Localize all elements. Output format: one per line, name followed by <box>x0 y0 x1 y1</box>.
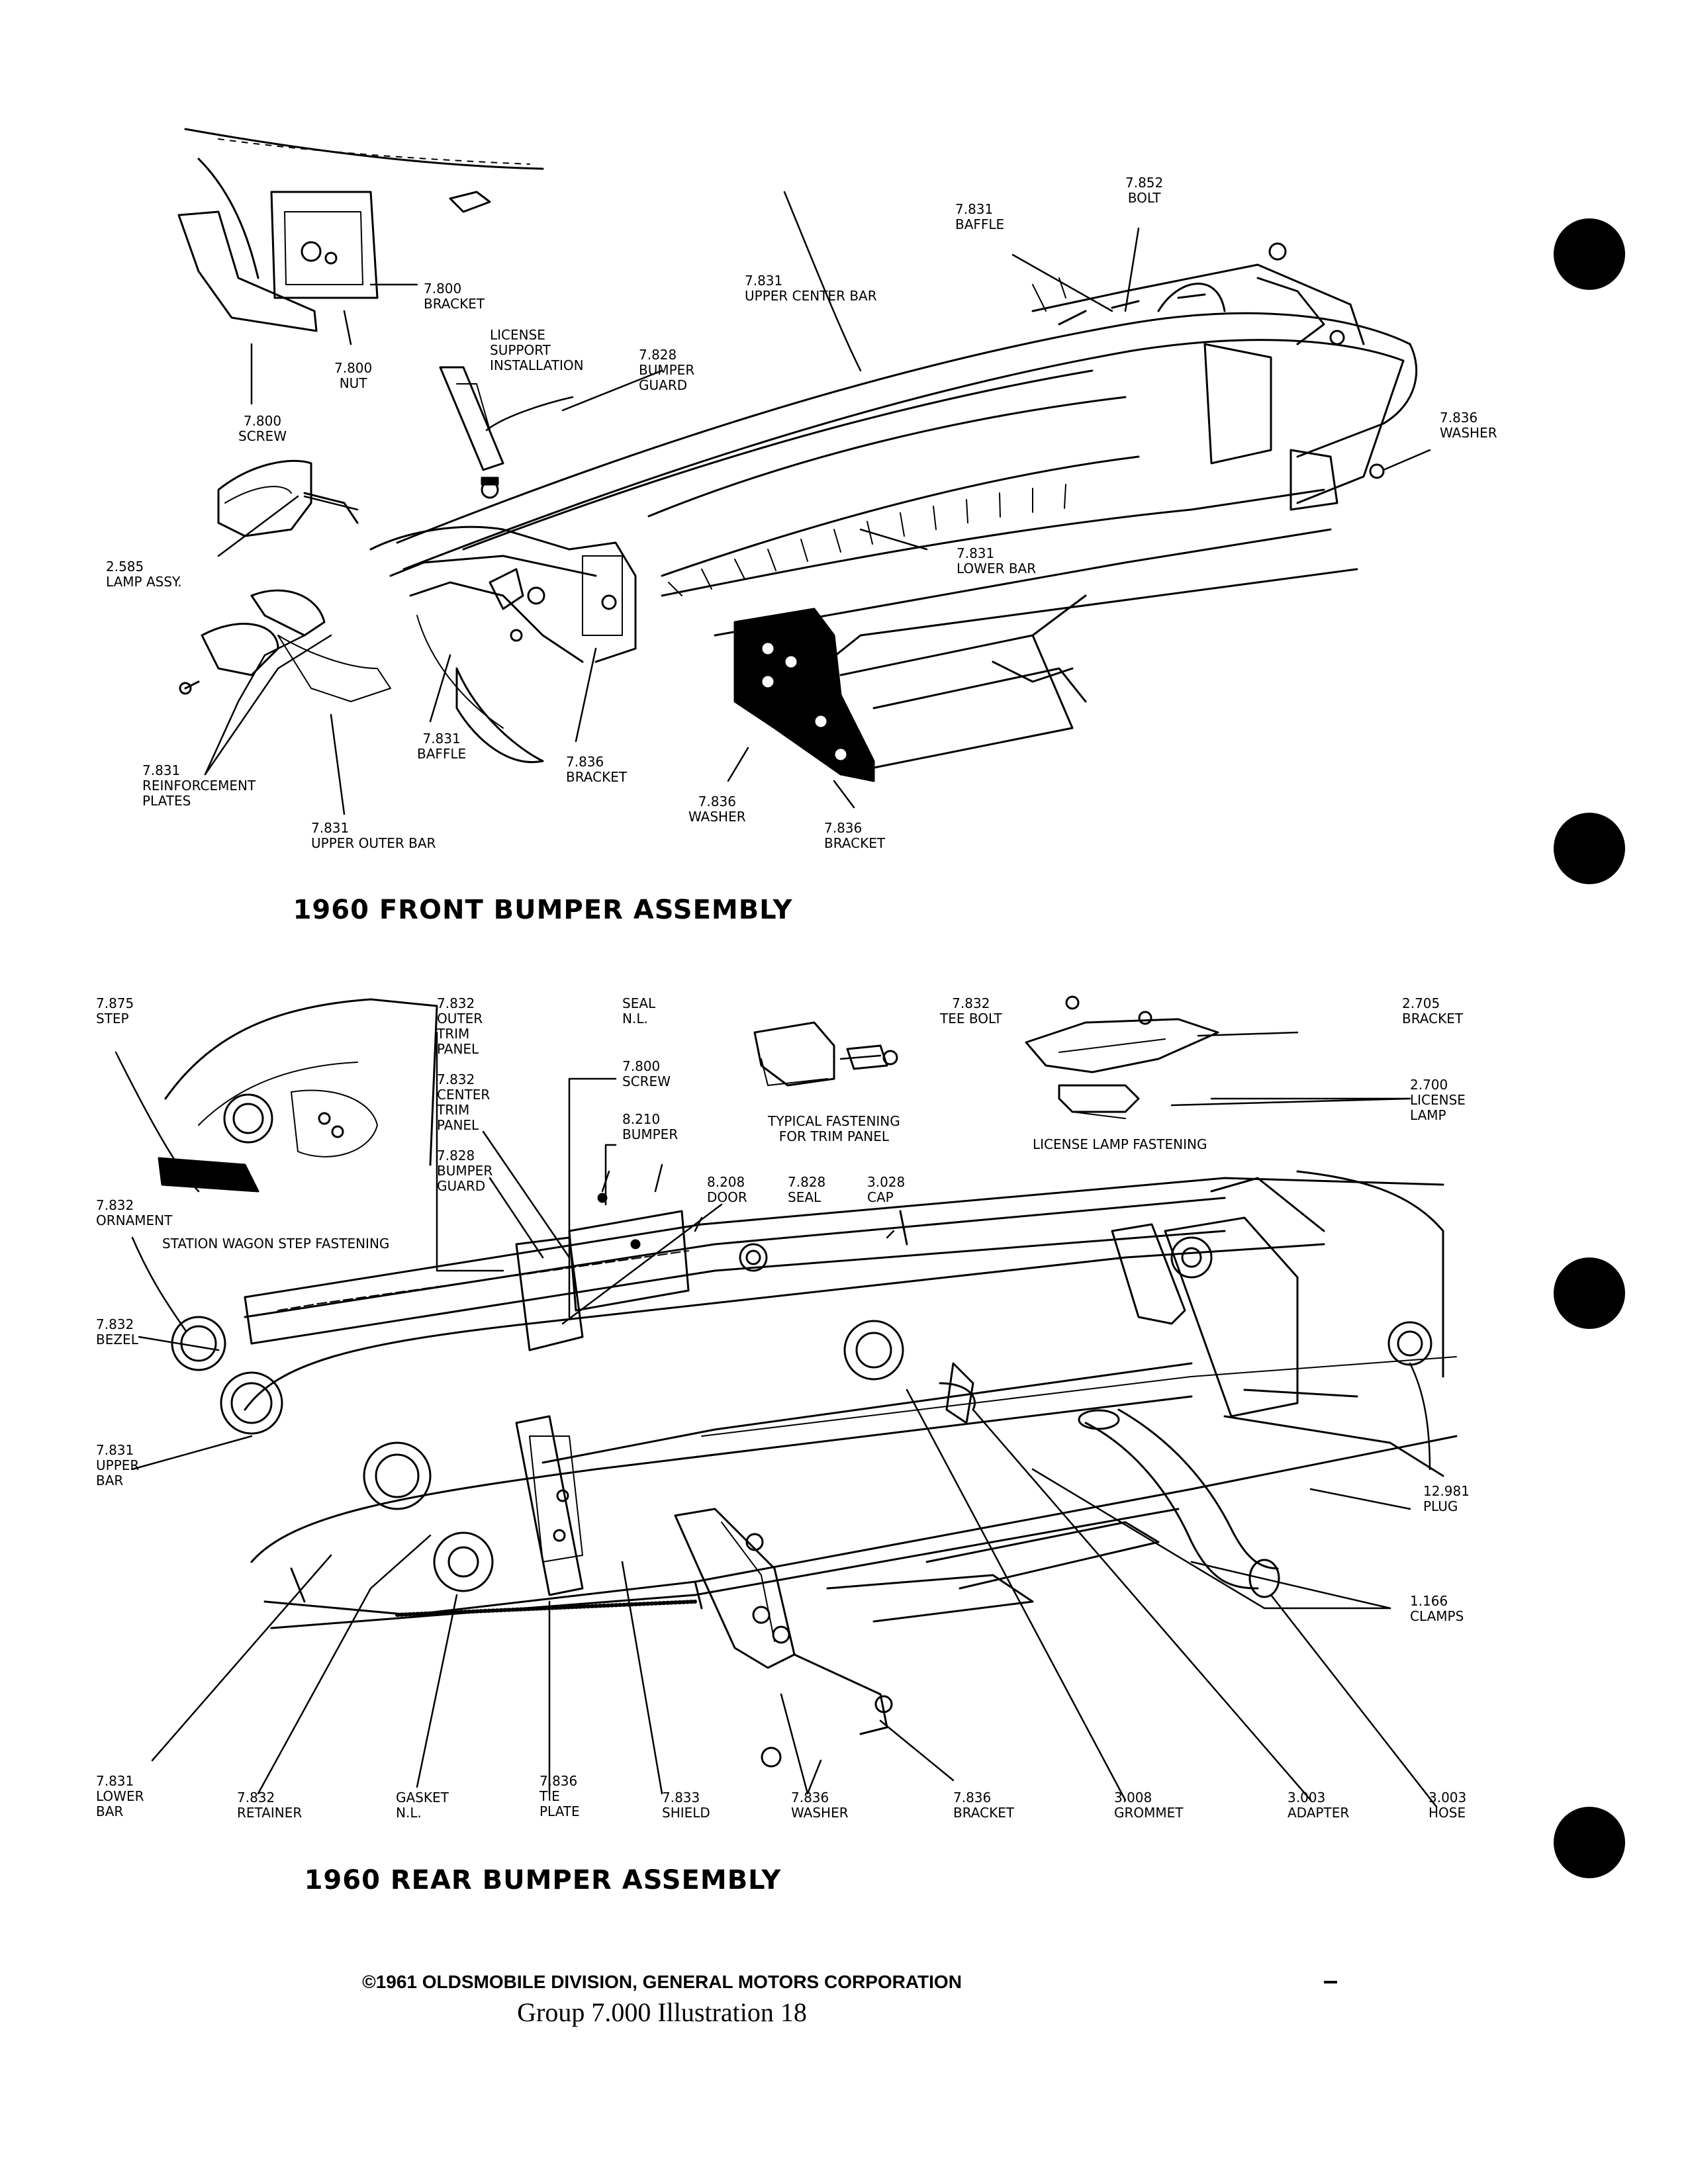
binder-hole-upper-middle <box>1554 813 1625 884</box>
rear-bumper-drawing <box>158 998 1458 1768</box>
leader-lines <box>115 191 1438 1808</box>
label-clamps-1166: 1.166 CLAMPS <box>1410 1593 1464 1624</box>
label-license-lamp-2700: 2.700 LICENSE LAMP <box>1410 1077 1466 1123</box>
label-station-wagon-step-fastening: STATION WAGON STEP FASTENING <box>162 1236 390 1251</box>
label-washer-7836: 7.836 WASHER <box>791 1790 849 1821</box>
label-center-trim-panel-7832: 7.832 CENTER TRIM PANEL <box>437 1071 491 1133</box>
label-upper-center-bar-7831: 7.831 UPPER CENTER BAR <box>745 273 877 304</box>
label-adapter-3003: 3.003 ADAPTER <box>1288 1790 1350 1821</box>
label-shield-7833: 7.833 SHIELD <box>662 1790 710 1821</box>
label-grommet-3008: 3.008 GROMMET <box>1114 1790 1184 1821</box>
front-bumper-drawing <box>177 128 1418 782</box>
label-bumper-8210: 8.210 BUMPER <box>622 1111 679 1142</box>
label-bumper-guard-7828: 7.828 BUMPER GUARD <box>639 347 695 393</box>
label-license-lamp-fastening: LICENSE LAMP FASTENING <box>1033 1136 1207 1152</box>
rear-assembly-title: 1960 REAR BUMPER ASSEMBLY <box>304 1865 782 1895</box>
label-plug-12981: 12.981 PLUG <box>1423 1483 1470 1514</box>
label-baffle-7831-top: 7.831 BAFFLE <box>955 201 1005 232</box>
label-lower-bar-7831: 7.831 LOWER BAR <box>96 1773 144 1819</box>
group-illustration-caption: Group 7.000 Illustration 18 <box>517 1997 807 2027</box>
copyright-notice: ©1961 OLDSMOBILE DIVISION, GENERAL MOTOR… <box>0 1972 1324 1993</box>
label-bracket-7836-left: 7.836 BRACKET <box>566 754 628 785</box>
label-bumper-guard-7828: 7.828 BUMPER GUARD <box>437 1148 493 1194</box>
label-ornament-7832: 7.832 ORNAMENT <box>96 1197 173 1228</box>
label-bracket-2705: 2.705 BRACKET <box>1402 995 1464 1026</box>
label-bolt-7852: 7.852 BOLT <box>1125 175 1164 206</box>
label-lower-bar-7831: 7.831 LOWER BAR <box>957 545 1037 576</box>
label-bracket-7800: 7.800 BRACKET <box>424 281 485 312</box>
label-door-8208: 8.208 DOOR <box>707 1174 747 1205</box>
label-tie-plate-7836: 7.836 TIE PLATE <box>539 1773 580 1819</box>
label-nut-7800: 7.800 NUT <box>334 360 373 391</box>
label-hose-3003: 3.003 HOSE <box>1429 1790 1467 1821</box>
label-retainer-7832: 7.832 RETAINER <box>237 1790 303 1821</box>
label-seal-7828: 7.828 SEAL <box>788 1174 826 1205</box>
label-bracket-7836-bottom: 7.836 BRACKET <box>824 820 886 851</box>
label-cap-3028: 3.028 CAP <box>867 1174 906 1205</box>
front-assembly-title: 1960 FRONT BUMPER ASSEMBLY <box>293 895 793 925</box>
label-license-support-installation: LICENSE SUPPORT INSTALLATION <box>490 327 584 373</box>
label-typical-fastening-for-trim-panel: TYPICAL FASTENING FOR TRIM PANEL <box>768 1113 900 1144</box>
binder-hole-lower-middle <box>1554 1257 1625 1329</box>
label-washer-7836-bottom: 7.836 WASHER <box>688 794 746 825</box>
label-reinforcement-plates-7831: 7.831 REINFORCEMENT PLATES <box>142 762 256 809</box>
label-upper-outer-bar-7831: 7.831 UPPER OUTER BAR <box>311 820 436 851</box>
copyright-text: ©1961 OLDSMOBILE DIVISION, GENERAL MOTOR… <box>359 1972 964 1992</box>
label-tee-bolt-7832: 7.832 TEE BOLT <box>940 995 1002 1026</box>
label-bracket-7836: 7.836 BRACKET <box>953 1790 1015 1821</box>
label-lamp-assy-2585: 2.585 LAMP ASSY. <box>106 559 182 590</box>
label-seal-nl: SEAL N.L. <box>622 995 656 1026</box>
label-bezel-7832: 7.832 BEZEL <box>96 1316 138 1347</box>
label-upper-bar-7831: 7.831 UPPER BAR <box>96 1442 140 1488</box>
label-screw-7800: 7.800 SCREW <box>238 413 287 444</box>
binder-hole-bottom <box>1554 1807 1625 1878</box>
label-washer-7836-right: 7.836 WASHER <box>1440 410 1497 441</box>
label-baffle-7831-bottom: 7.831 BAFFLE <box>417 731 467 762</box>
trim-panel-fastening-inset <box>753 1021 898 1087</box>
binder-hole-top <box>1554 218 1625 290</box>
license-lamp-fastening-inset <box>1025 995 1219 1119</box>
label-screw-7800: 7.800 SCREW <box>622 1058 671 1089</box>
label-gasket-nl: GASKET N.L. <box>396 1790 449 1821</box>
label-step-7875: 7.875 STEP <box>96 995 134 1026</box>
label-outer-trim-panel-7832: 7.832 OUTER TRIM PANEL <box>437 995 483 1057</box>
